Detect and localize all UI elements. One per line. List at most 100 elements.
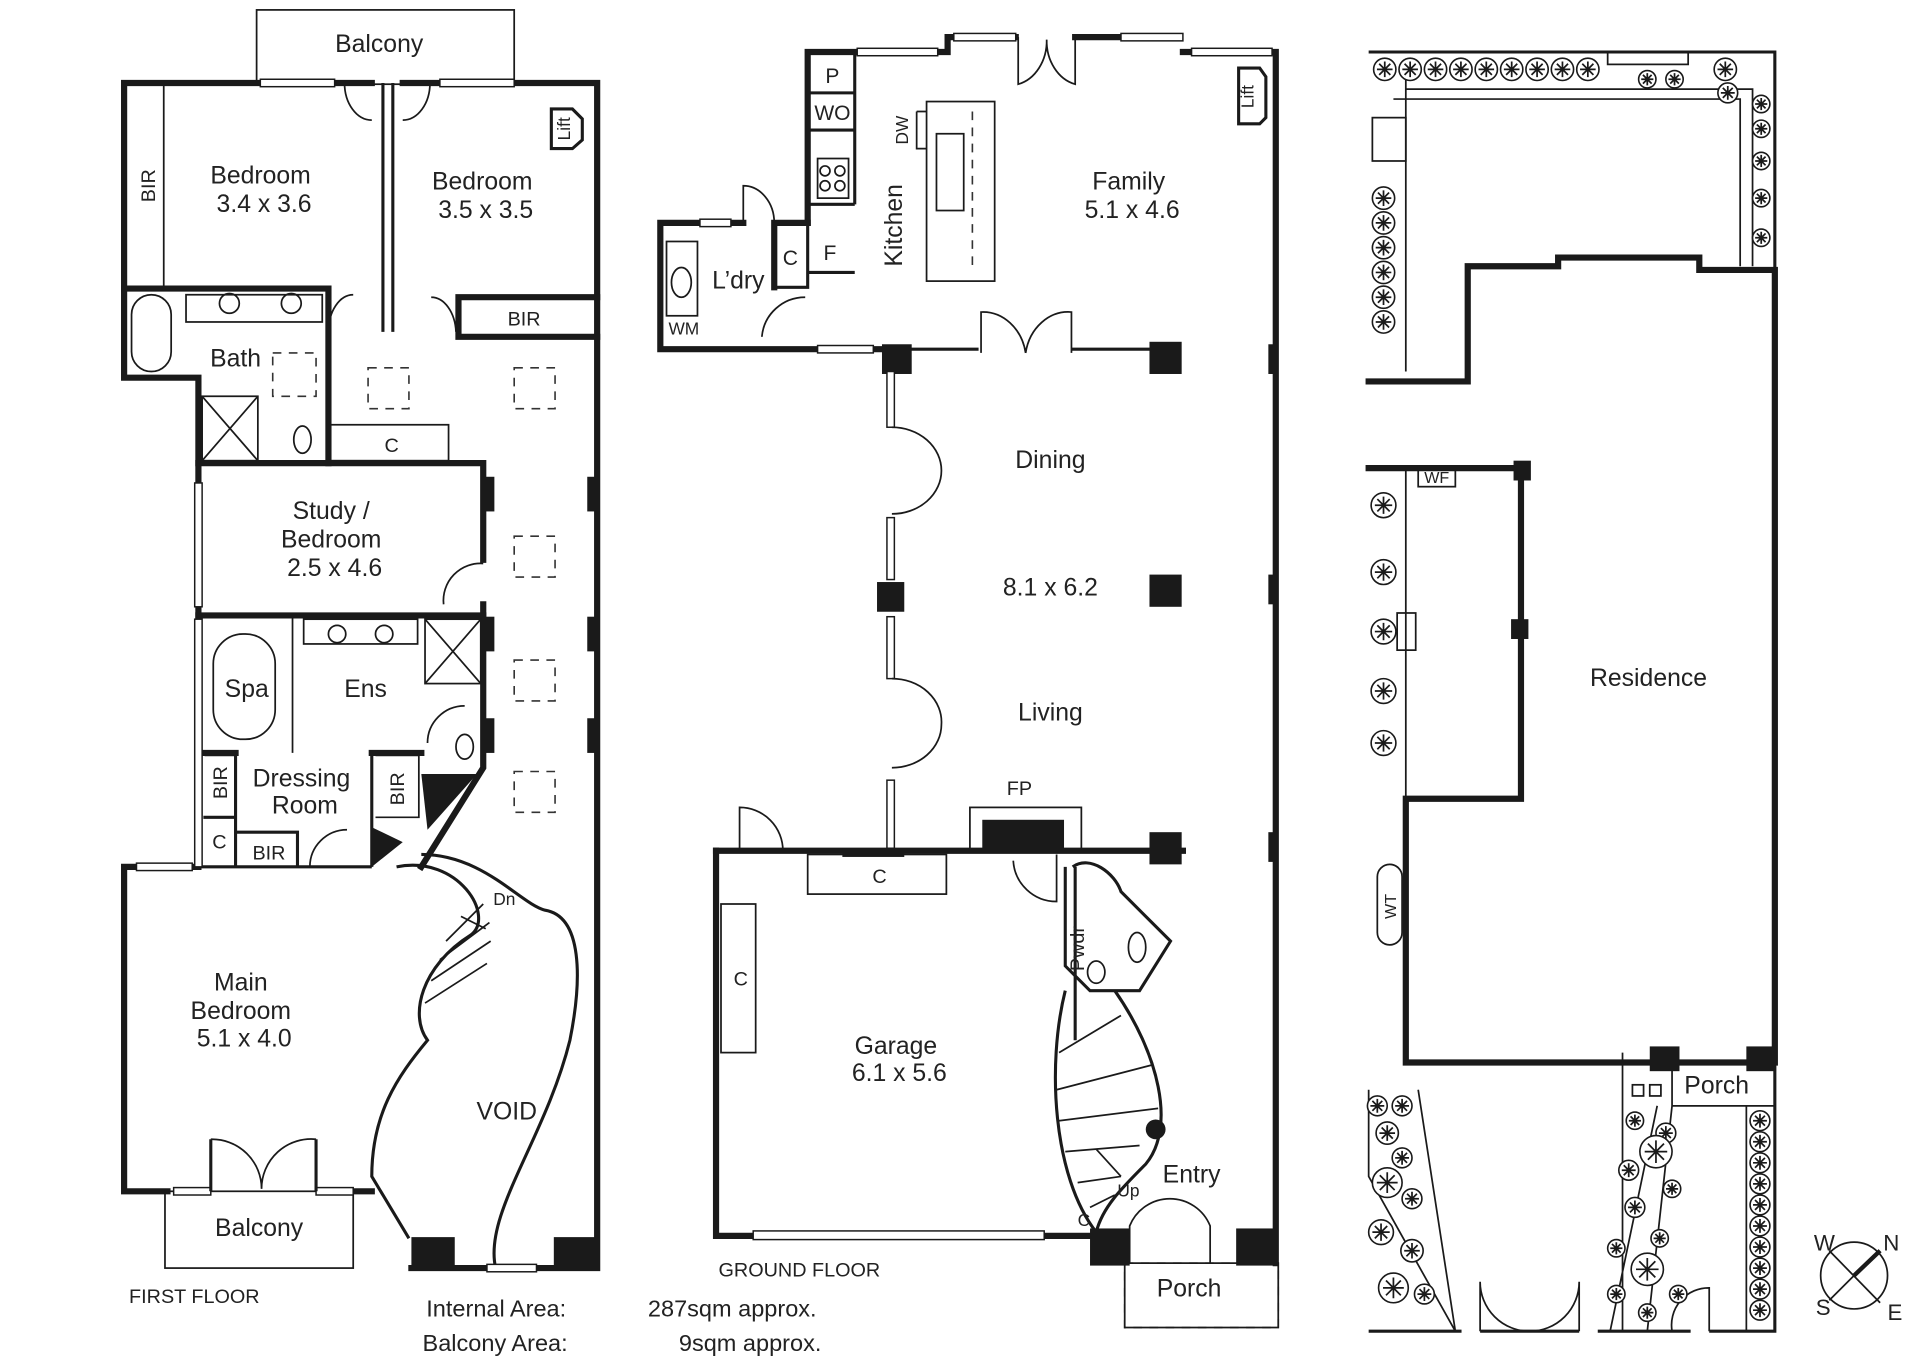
tree-icon-detail [1658,1126,1673,1141]
room-label-main-bedroom: Main Bedroom 5.1 x 4.0 [191,970,298,1053]
fridge-label: F [824,242,837,265]
room-label-cupboard: C [1078,1210,1091,1230]
tree-icon-detail [1374,622,1393,641]
ground-floor-outer-wall [804,34,1279,1267]
tree-icon-detail [1755,97,1768,111]
stairs-down-label: Dn [493,889,515,909]
compass-north: N [1883,1231,1899,1256]
room-label-cupboard: C [872,866,886,888]
tree-icon-detail [1753,1134,1767,1149]
room-label-wall-oven: WO [814,102,850,125]
room-label-bath: Bath [210,346,261,373]
tree-icon-detail [1529,61,1545,78]
tree-icon-detail [1753,1113,1767,1128]
tree-icon-detail [1375,264,1392,281]
stairs-up-label: Up [1117,1180,1139,1200]
tree-icon-detail [1402,61,1418,78]
tree-icon-detail [1672,1288,1685,1301]
tree-icon-detail [1627,1200,1642,1215]
tree-icon-detail [1374,563,1393,581]
void-outline [421,852,579,1269]
first-floor-plan: Balcony BIR Bedroom 3.4 x 3.6 Bedroom 3.… [121,9,601,1308]
residence-outline [1365,254,1778,1066]
room-label-cupboard: C [384,435,398,457]
tree-icon-detail [1375,314,1392,330]
balcony-top-outline [255,9,516,86]
tree-icon-detail [1453,61,1469,78]
room-label-cupboard: C [783,247,798,270]
tree-icon-detail [1753,1282,1767,1297]
room-label-powder: Pwdr [1067,926,1089,972]
ground-floor-caption: GROUND FLOOR [719,1260,881,1282]
tree-icon-detail [1372,1223,1390,1241]
tree-icon-detail [1636,1258,1659,1281]
tree-icon-detail [1717,61,1734,78]
room-label-bir: BIR [387,772,409,805]
tree-icon-detail [1628,1114,1641,1127]
room-label-kitchen: Kitchen [881,184,908,267]
room-label-bir: BIR [508,309,541,331]
tree-icon-detail [1755,154,1768,168]
site-boundary [1368,50,1777,1333]
balcony-area-value: 9sqm approx. [679,1330,821,1356]
tree-icon-detail [1753,1176,1767,1191]
tree-icon-detail [1404,1242,1420,1259]
tree-icon-detail [1395,1098,1410,1113]
compass-east: E [1888,1300,1903,1325]
balcony-bottom-outline [164,1190,355,1269]
tree-icon-detail [1383,1277,1404,1299]
internal-area-label: Internal Area: [426,1295,566,1321]
tree-icon-detail [1370,1098,1385,1113]
tree-icon-detail [1753,1155,1767,1170]
tree-icon-detail [1753,1219,1767,1233]
tree-icon-detail [1503,61,1520,78]
tree-icon-detail [1374,496,1393,514]
room-label-dressing-room: Dressing Room [253,765,358,819]
tree-icon-detail [1644,1140,1668,1163]
tree-icon-detail [1610,1288,1623,1301]
toilet-icon [292,425,312,455]
tree-icon-detail [1641,1306,1654,1319]
room-label-bedroom-2: Bedroom 3.5 x 3.5 [432,168,539,223]
fireplace-label: FP [1007,778,1032,800]
tree-icon-detail [1376,1172,1398,1194]
tree-icon-detail [1753,1303,1767,1318]
room-label-cupboard: C [212,831,226,853]
tree-icon-detail [1641,73,1654,86]
tree-icon-detail [1478,61,1495,78]
tree-icon-detail [1374,682,1393,700]
tree-icon-detail [1580,61,1596,78]
area-summary: Internal Area: 287sqm approx. Balcony Ar… [423,1295,822,1356]
room-label-garage: Garage 6.1 x 5.6 [852,1033,947,1087]
room-label-spa: Spa [225,676,269,703]
compass-south: S [1816,1295,1831,1320]
tree-icon-detail [1753,1197,1767,1212]
tree-icon-detail [1653,1232,1666,1245]
room-label-cupboard: C [734,969,748,991]
room-label-living: Living [1018,700,1083,727]
balcony-area-label: Balcony Area: [423,1330,568,1356]
tree-icon-detail [1554,61,1571,78]
tree-icon-detail [1621,1163,1636,1178]
tree-icon-detail [1755,231,1768,244]
tree-icon-detail [1753,1240,1767,1254]
tree-icon-detail [1755,122,1768,135]
tree-icon-detail [1753,1261,1767,1276]
room-label-balcony: Balcony [335,31,424,58]
room-label-balcony: Balcony [215,1215,304,1242]
tree-icon-detail [1375,239,1392,256]
tree-icon-detail [1427,61,1444,78]
tree-icon-detail [1417,1287,1432,1302]
room-label-family: Family 5.1 x 4.6 [1085,168,1180,223]
dishwasher-label: DW [892,115,912,145]
tree-icon-detail [1379,1125,1396,1141]
room-label-bir: BIR [252,842,285,864]
site-plan: WF Residence WT Porch W N S E [1365,50,1903,1333]
tree-icon-detail [1375,190,1392,206]
compass-icon: W N S E [1814,1231,1903,1325]
room-label-void: VOID [477,1098,538,1125]
residence-label: Residence [1590,665,1707,692]
tree-icon-detail [1665,1182,1679,1195]
room-label-porch: Porch [1157,1276,1222,1303]
